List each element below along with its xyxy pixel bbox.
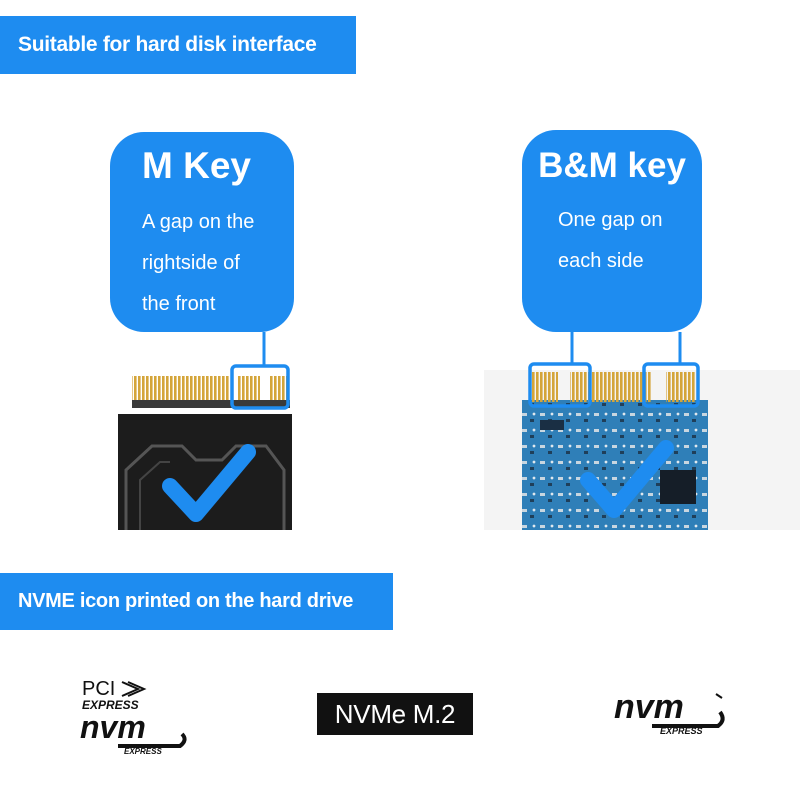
m-key-line: rightside of (142, 252, 240, 274)
express-text-right: EXPRESS (660, 726, 703, 736)
section-banner-nvme-icon: NVME icon printed on the hard drive (0, 573, 393, 630)
section-banner-interface: Suitable for hard disk interface (0, 16, 356, 74)
m-key-ssd-illustration (118, 332, 292, 530)
nvm-express-text: EXPRESS (124, 747, 162, 756)
nvm-text: nvm (80, 709, 146, 745)
m-key-callout: M Key A gap on the rightside of the fron… (110, 132, 294, 332)
pci-express-nvm-express-logo: PCI EXPRESS nvm EXPRESS (80, 678, 187, 756)
bm-key-ssd-illustration (484, 332, 800, 530)
nvm-text-right: nvm (614, 688, 684, 726)
nvme-m2-badge: NVMe M.2 (317, 693, 473, 735)
bm-key-description: One gap on each side (532, 200, 702, 282)
pci-text: PCI (82, 678, 115, 700)
bm-key-line: each side (558, 250, 644, 272)
bm-key-title: B&M key (538, 146, 686, 185)
m-key-description: A gap on the rightside of the front (142, 202, 294, 325)
bm-key-line: One gap on (558, 209, 663, 231)
m-key-line: the front (142, 293, 216, 315)
express-text: EXPRESS (82, 698, 139, 712)
nvm-express-logo: nvm EXPRESS (614, 688, 725, 736)
m-key-title: M Key (142, 145, 251, 186)
m-key-line: A gap on the (142, 211, 255, 233)
bm-key-callout: B&M key One gap on each side (522, 130, 702, 332)
